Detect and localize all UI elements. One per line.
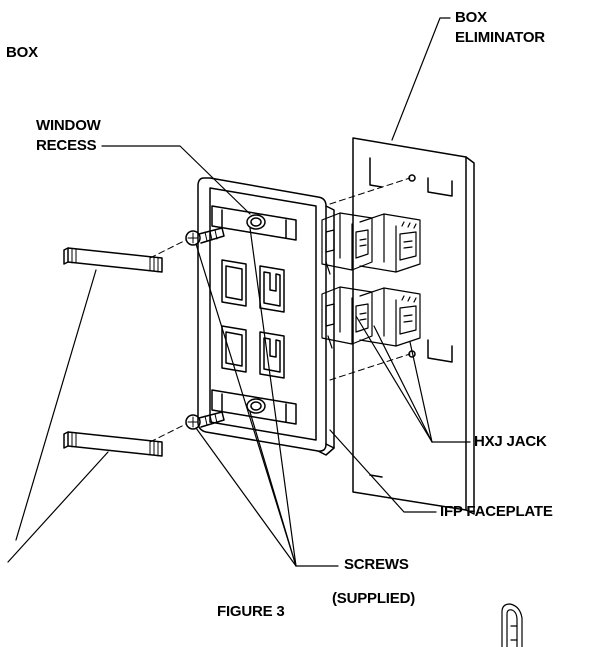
screws (185, 227, 225, 430)
figure-caption: FIGURE 3 (217, 603, 285, 620)
label-box: BOX (6, 44, 38, 61)
faceplate-side-view (501, 603, 523, 647)
label-window-recess-line2: RECESS (36, 137, 97, 154)
label-screws-line2: (SUPPLIED) (332, 590, 416, 607)
label-screws-line1: SCREWS (344, 556, 409, 573)
window-inserts (63, 247, 163, 457)
label-hxj-jack: HXJ JACK (474, 433, 547, 450)
alignment-lines (149, 177, 411, 443)
label-ifp-faceplate: IFP FACEPLATE (440, 503, 553, 520)
hxj-jacks (321, 212, 421, 349)
label-box-eliminator-line2: ELIMINATOR (455, 29, 545, 46)
ifp-faceplate (197, 177, 335, 456)
label-box-eliminator-line1: BOX (455, 9, 487, 26)
label-window-recess-line1: WINDOW (36, 117, 101, 134)
leader-lines (7, 17, 471, 567)
box-eliminator-plate (352, 137, 475, 515)
